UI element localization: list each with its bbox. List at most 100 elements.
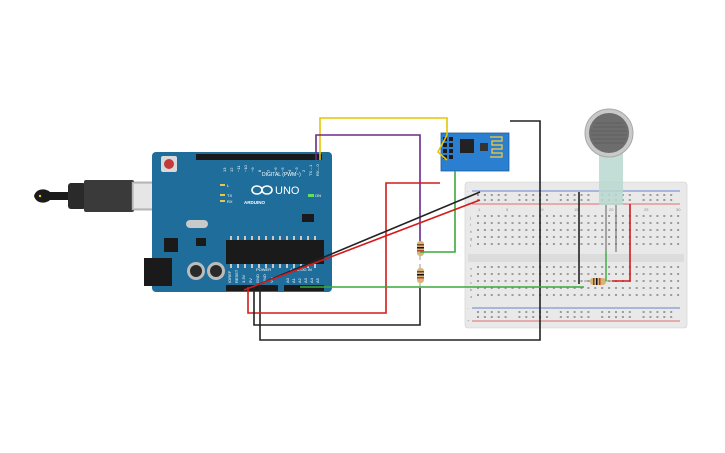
breadboard-hole[interactable] [573,243,576,245]
breadboard-hole[interactable] [635,229,638,231]
breadboard-hole[interactable] [546,215,548,217]
breadboard-hole[interactable] [511,294,514,296]
breadboard-hole[interactable] [559,236,562,238]
breadboard-hole[interactable] [663,236,666,238]
breadboard-hole[interactable] [656,194,659,196]
breadboard-hole[interactable] [642,199,645,201]
breadboard-hole[interactable] [518,222,521,224]
breadboard-hole[interactable] [573,280,576,282]
breadboard-hole[interactable] [580,229,583,231]
breadboard-hole[interactable] [642,294,645,296]
breadboard-hole[interactable] [525,243,528,245]
breadboard-hole[interactable] [594,243,597,245]
breadboard-hole[interactable] [663,222,666,224]
breadboard-hole[interactable] [656,222,659,224]
force-sensor[interactable] [584,108,634,252]
breadboard-hole[interactable] [621,273,624,275]
breadboard-hole[interactable] [566,280,569,282]
breadboard-hole[interactable] [559,266,562,268]
breadboard-hole[interactable] [608,266,611,268]
breadboard-hole[interactable] [656,229,659,231]
breadboard-hole[interactable] [608,229,611,231]
breadboard-hole[interactable] [504,199,507,201]
breadboard-hole[interactable] [504,194,507,196]
breadboard-hole[interactable] [483,294,486,296]
breadboard-hole[interactable] [490,229,493,231]
esp8266-module[interactable] [440,132,510,172]
breadboard-hole[interactable] [663,194,666,196]
breadboard-hole[interactable] [580,194,583,196]
wire-purple[interactable] [315,134,421,241]
breadboard-hole[interactable] [546,287,548,289]
breadboard-hole[interactable] [525,287,528,289]
breadboard-hole[interactable] [546,194,548,196]
breadboard-hole[interactable] [580,316,583,318]
breadboard-hole[interactable] [490,266,493,268]
breadboard-hole[interactable] [566,294,569,296]
breadboard-hole[interactable] [580,243,583,245]
breadboard-hole[interactable] [518,280,521,282]
breadboard-hole[interactable] [525,229,528,231]
wire-yellow[interactable] [319,117,448,161]
breadboard-hole[interactable] [642,266,645,268]
breadboard-hole[interactable] [608,243,611,245]
breadboard-hole[interactable] [601,236,604,238]
breadboard-hole[interactable] [477,316,479,318]
breadboard-hole[interactable] [477,194,479,196]
breadboard-hole[interactable] [621,215,624,217]
breadboard-hole[interactable] [566,243,569,245]
breadboard-hole[interactable] [525,273,528,275]
breadboard-hole[interactable] [552,243,555,245]
breadboard-hole[interactable] [504,316,507,318]
breadboard-hole[interactable] [483,199,486,201]
breadboard-hole[interactable] [497,294,500,296]
breadboard-hole[interactable] [621,229,624,231]
breadboard-hole[interactable] [615,311,617,313]
breadboard-hole[interactable] [677,280,680,282]
breadboard-hole[interactable] [621,266,624,268]
breadboard-hole[interactable] [532,236,535,238]
breadboard-hole[interactable] [546,273,548,275]
breadboard-hole[interactable] [511,215,514,217]
breadboard-hole[interactable] [483,222,486,224]
breadboard-hole[interactable] [518,243,521,245]
breadboard-hole[interactable] [573,236,576,238]
breadboard-hole[interactable] [483,316,486,318]
breadboard-hole[interactable] [649,199,652,201]
breadboard-hole[interactable] [552,222,555,224]
breadboard-hole[interactable] [656,294,659,296]
breadboard-hole[interactable] [580,273,583,275]
breadboard-hole[interactable] [511,236,514,238]
wire-black-outer[interactable] [253,287,421,326]
breadboard-hole[interactable] [594,222,597,224]
breadboard-hole[interactable] [559,311,562,313]
breadboard-hole[interactable] [621,316,624,318]
wire-black-diagonal[interactable] [249,191,481,289]
breadboard-hole[interactable] [663,266,666,268]
breadboard-hole[interactable] [670,215,673,217]
breadboard-hole[interactable] [601,316,604,318]
breadboard-hole[interactable] [594,229,597,231]
breadboard-hole[interactable] [566,215,569,217]
breadboard-hole[interactable] [483,236,486,238]
breadboard-hole[interactable] [677,236,680,238]
breadboard-hole[interactable] [656,311,659,313]
breadboard-hole[interactable] [518,273,521,275]
breadboard-hole[interactable] [601,294,604,296]
breadboard-hole[interactable] [663,287,666,289]
breadboard-hole[interactable] [608,273,611,275]
breadboard-hole[interactable] [477,229,479,231]
breadboard-hole[interactable] [642,311,645,313]
breadboard-hole[interactable] [580,311,583,313]
breadboard-hole[interactable] [532,199,535,201]
breadboard-hole[interactable] [497,199,500,201]
breadboard-hole[interactable] [608,294,611,296]
breadboard-hole[interactable] [504,222,507,224]
breadboard-hole[interactable] [594,287,597,289]
breadboard-hole[interactable] [497,222,500,224]
breadboard-hole[interactable] [594,236,597,238]
breadboard-hole[interactable] [497,311,500,313]
breadboard-hole[interactable] [573,194,576,196]
breadboard-hole[interactable] [587,236,590,238]
breadboard-hole[interactable] [511,229,514,231]
